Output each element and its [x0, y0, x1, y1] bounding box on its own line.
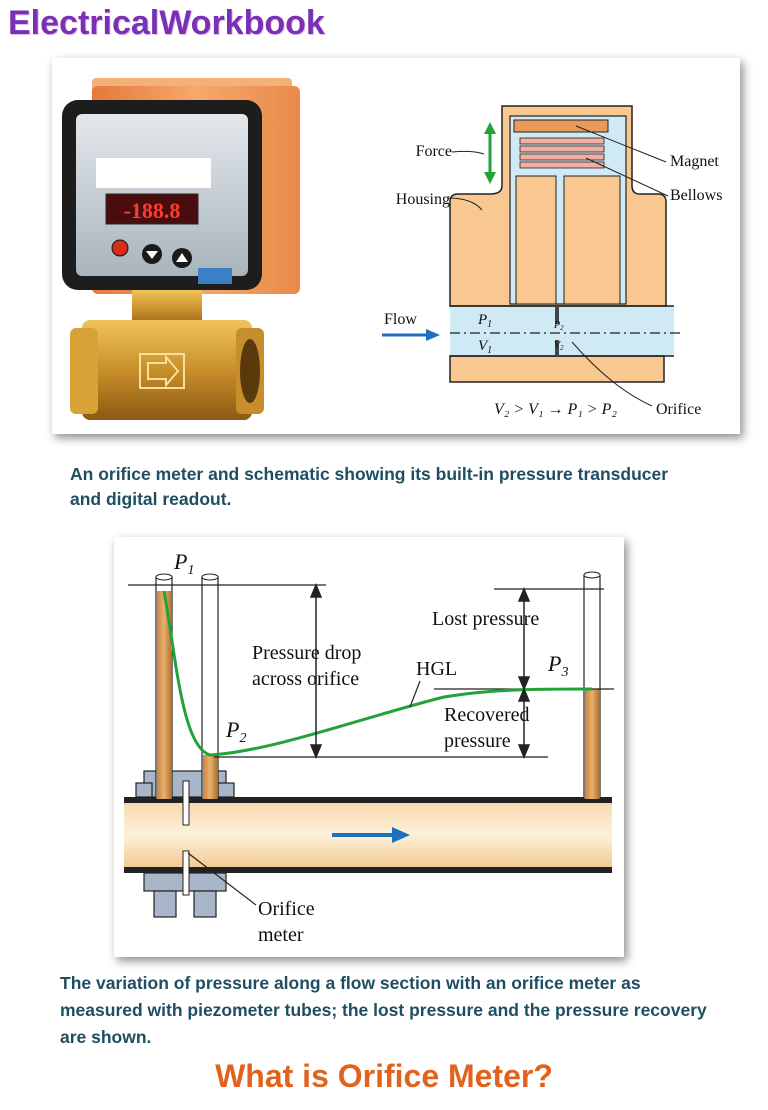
device-up-arrow-icon [176, 253, 188, 262]
brand-logo: ElectricalWorkbook [8, 4, 325, 42]
orifice-plate-top [555, 306, 559, 324]
device-blue-badge [198, 268, 232, 284]
orifice-plate-bottom [555, 340, 559, 356]
orifice-meter-device: -188.8 [62, 78, 300, 420]
pressure-drop-label-2: across orifice [252, 668, 359, 690]
device-button-red-icon [111, 239, 129, 257]
pressure-drop-label-1: Pressure drop [252, 642, 361, 664]
housing-label: Housing [396, 191, 450, 208]
flow-label: Flow [384, 311, 417, 328]
v2-label: V2 [554, 340, 564, 352]
p2-tube-label: P2 [225, 717, 246, 746]
cavity-right-wall [563, 175, 621, 305]
piezometer-tube-1 [155, 573, 173, 800]
figure1-caption: An orifice meter and schematic showing i… [70, 464, 669, 509]
device-brass-body [82, 320, 252, 420]
p3-tube-label: P3 [547, 651, 568, 680]
pipe-bottom-wall [124, 867, 612, 873]
flow-channel [450, 306, 674, 356]
magnet-element [513, 119, 609, 133]
pipe-top-wall [124, 797, 612, 803]
figure-pressure-variation-panel: P1 P2 P3 Pressure drop across orifice HG… [114, 537, 624, 957]
lost-pressure-label: Lost pressure [432, 608, 539, 630]
velocity-pressure-formula: V₂ > V₁ → P₁ > P₂ [494, 401, 617, 418]
p1-tube-label: P1 [173, 549, 194, 578]
device-port-opening [240, 339, 260, 403]
device-flow-arrow-icon [147, 354, 180, 388]
orifice-plate-lower [182, 850, 190, 896]
force-label: Force [416, 143, 452, 160]
figure-pressure-variation-svg: P1 P2 P3 Pressure drop across orifice HG… [124, 549, 614, 946]
hgl-label: HGL [416, 658, 457, 680]
figure-orifice-meter-svg: -188.8 [62, 78, 722, 420]
orifice-meter-label-2: meter [258, 924, 304, 946]
bellows-element [519, 137, 605, 169]
hgl-curve [162, 590, 593, 757]
recovered-pressure-label-2: pressure [444, 730, 511, 752]
piezometer-tube-3 [583, 571, 601, 800]
reference-lines [128, 584, 614, 758]
housing-bottom [449, 355, 665, 383]
p2-label: P2 [553, 320, 564, 332]
orifice-schematic: Force Housing Magnet Bellows Flow Orific… [382, 105, 722, 418]
orifice-meter-label-1: Orifice [258, 898, 315, 920]
orifice-plate-upper [182, 780, 190, 826]
device-down-arrow-icon [146, 251, 158, 259]
device-led-display [105, 193, 199, 225]
cavity-left-wall [515, 175, 557, 305]
figure-orifice-meter-panel: -188.8 [52, 58, 740, 434]
device-flow-window [139, 353, 185, 389]
orifice-label: Orifice [656, 401, 701, 418]
device-left-port [70, 328, 98, 414]
figure2-caption: The variation of pressure along a flow s… [60, 973, 707, 1047]
magnet-label: Magnet [670, 153, 719, 170]
piezometer-tube-2 [201, 573, 219, 800]
device-label-plate [96, 158, 211, 188]
page-title: What is Orifice Meter? [215, 1058, 553, 1094]
recovered-pressure-label-1: Recovered [444, 704, 530, 726]
device-led-readout: -188.8 [124, 198, 181, 223]
bellows-label: Bellows [670, 187, 722, 204]
